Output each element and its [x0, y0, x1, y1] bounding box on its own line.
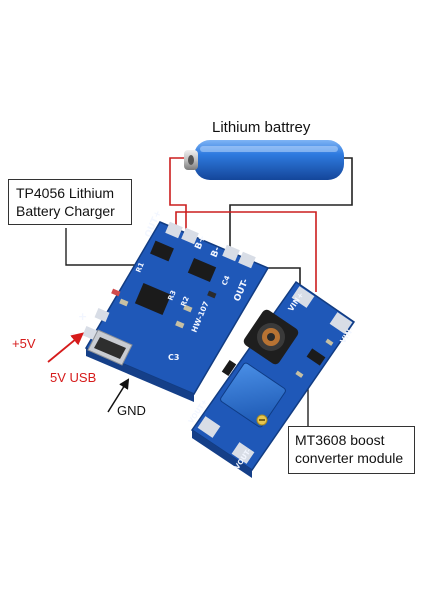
boost-callout-line1: MT3608 boost — [295, 432, 385, 448]
silk-r1: R1 — [134, 261, 145, 274]
plus5v-arrow — [47, 332, 84, 363]
boost-callout-line2: converter module — [295, 450, 404, 466]
silk-r2: R2 — [179, 295, 190, 308]
usb-label: 5V USB — [50, 370, 96, 385]
charger-callout-leader — [65, 228, 150, 266]
charger-ic — [134, 283, 172, 315]
micro-usb-port — [87, 329, 133, 366]
silk-minus: - — [70, 327, 75, 340]
silk-c4: C4 — [220, 274, 231, 286]
pad-b-plus — [181, 227, 199, 245]
boost-callout: MT3608 boost converter module — [288, 426, 415, 474]
pad-vin-plus — [291, 286, 315, 308]
mosfet-ic — [150, 240, 174, 262]
tp4056-charger-board — [82, 221, 270, 402]
wire-out-positive — [175, 211, 317, 292]
mt3608-boost-board — [190, 280, 356, 478]
mt3608-ic — [306, 348, 326, 366]
plus5v-label: +5V — [12, 336, 36, 351]
lithium-battery — [184, 140, 344, 180]
pad-vout-minus — [231, 442, 255, 464]
gnd-arrow — [107, 378, 130, 413]
pad-input-minus — [82, 326, 98, 340]
pad-out-minus — [238, 251, 256, 269]
inductor — [243, 309, 299, 365]
pad-vout-plus — [197, 416, 221, 438]
wire-battery-positive — [169, 157, 187, 236]
battery-label: Lithium battrey — [212, 119, 311, 136]
charger-callout-line2: Battery Charger — [16, 203, 115, 219]
silk-b-minus: B- — [210, 245, 223, 259]
silk-r3: R3 — [166, 289, 177, 302]
pad-b-minus — [222, 244, 240, 262]
charger-callout: TP4056 Lithium Battery Charger — [8, 179, 132, 225]
pad-input-plus — [94, 308, 110, 322]
silk-c3: C3 — [168, 353, 179, 362]
schottky-diode — [221, 359, 237, 377]
silk-plus: + — [78, 310, 87, 323]
wire-battery-negative — [229, 157, 353, 255]
protection-ic — [187, 257, 217, 283]
pad-vin-minus — [329, 312, 353, 334]
pad-out-plus — [165, 221, 183, 239]
trim-potentiometer — [220, 362, 286, 428]
gnd-label: GND — [117, 403, 146, 418]
charger-callout-line1: TP4056 Lithium — [16, 185, 115, 201]
